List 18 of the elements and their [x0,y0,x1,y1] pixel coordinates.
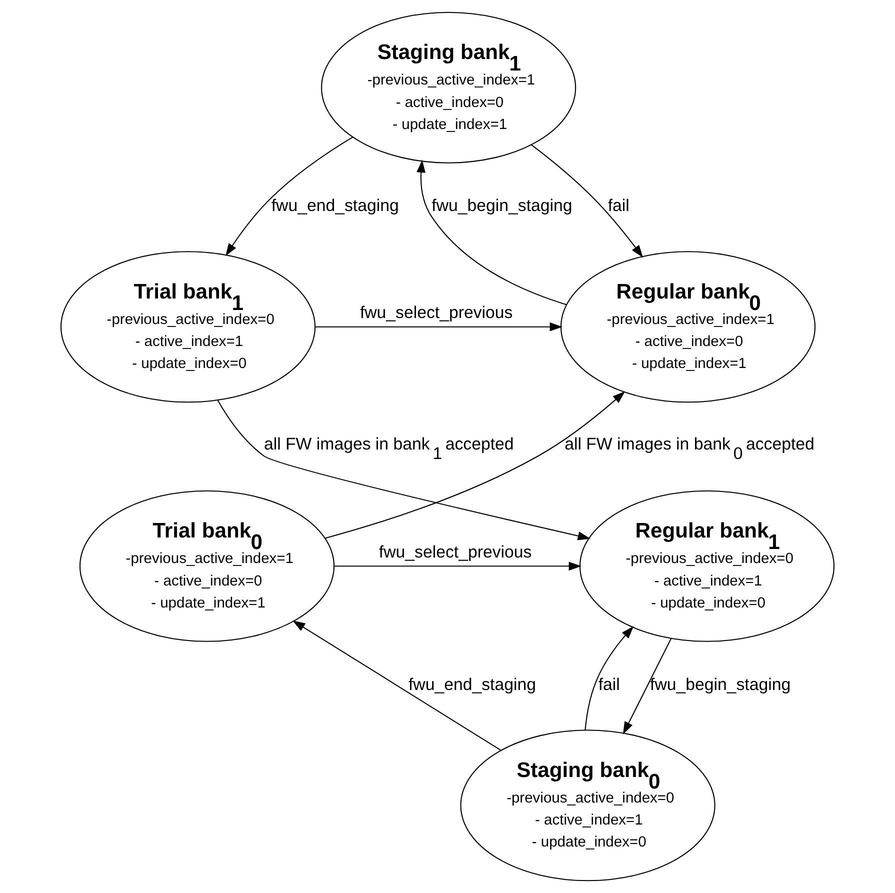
edge-label: fail [598,674,620,694]
edge-label: fail [608,196,630,216]
edge-label: fwu_begin_staging [432,196,572,216]
arrow [292,620,502,751]
edge-label: fwu_select_previous [378,542,532,562]
arrow [584,626,634,730]
edge-label: fwu_end_staging [408,674,536,694]
arrow [416,160,567,306]
edge-label: fwu_begin_staging [650,674,791,694]
edge-label: fwu_select_previous [360,303,513,322]
arrow [622,638,672,734]
arrow [334,562,582,571]
arrow [217,400,591,540]
arrow [225,136,354,256]
arrow [324,391,626,539]
edge-label: fwu_end_staging [271,196,399,216]
arrow [531,144,644,258]
arrow [314,322,562,332]
